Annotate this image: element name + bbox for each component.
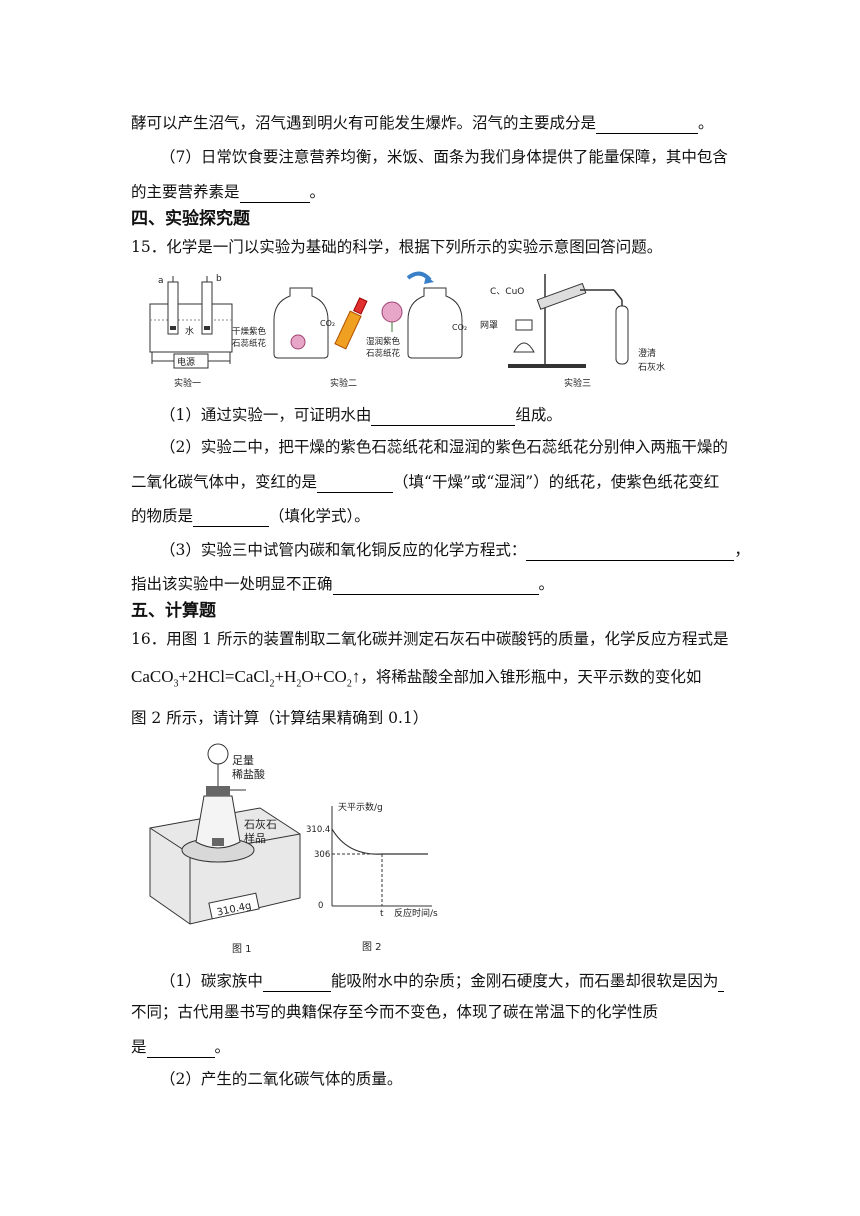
q16-p1-line3: 是。 [131,1036,230,1058]
q16-stem: 16．用图 1 所示的装置制取二氧化碳并测定石灰石中碳酸钙的质量，化学反应方程式… [131,630,729,648]
label-a: a [158,276,164,286]
q15-p2-line: （2）实验二中，把干燥的紫色石蕊纸花和湿润的紫色石蕊纸花分别伸入两瓶干燥的 [160,438,728,456]
q15-p2-tail: （填“干燥”或“湿润”）的纸花，使紫色纸花变红 [393,473,720,491]
label-wet-flower: 湿润紫色 [366,336,401,347]
label-c-cuo: C、CuO [490,287,524,297]
section-heading-5: 五、计算题 [131,601,216,621]
q14-text: 酵可以产生沼气，沼气遇到明火有可能发生爆炸。沼气的主要成分是 [131,114,597,132]
tick-label-origin: 0 [318,901,323,911]
q16-p1-text3: 是 [131,1038,147,1056]
label-limewater: 澄清 [638,347,656,359]
q15-p3-text: （3）实验三中试管内碳和氧化铜反应的化学方程式： [160,541,527,559]
label-gauze: 网罩 [480,320,498,331]
q14-p7-line: （7）日常饮食要注意营养均衡，米饭、面条为我们身体提供了能量保障，其中包含 [160,146,728,168]
caption-fig1: 图 1 [232,943,252,955]
q16-p1-line: （1）碳家族中 能吸附水中的杂质；金刚石硬度大，而石墨却很软是因为 [160,970,725,992]
q15-p3-line: （3）实验三中试管内碳和氧化铜反应的化学方程式： ， [160,539,750,561]
caption-exp1: 实验一 [174,377,201,389]
label-power: 电源 [177,356,195,368]
label-dry-flower-2: 石蕊纸花 [232,338,267,349]
tick-label-t: t [380,909,384,919]
answer-blank[interactable] [317,475,394,493]
punct: 。 [214,1038,231,1056]
label-wet-flower-2: 石蕊纸花 [366,348,401,359]
q16-p2-line: （2）产生的二氧化碳气体的质量。 [160,1070,403,1088]
section-heading-4: 四、实验探究题 [131,209,250,229]
label-co2-right: CO₂ [452,323,467,332]
q16-equation-line: CaCO3+2HCl=CaCl2+H2O+CO2↑，将稀盐酸全部加入锥形瓶中，天… [131,666,701,695]
answer-blank[interactable] [193,509,270,527]
answer-blank[interactable] [262,974,331,992]
q16-p1-text: （1）碳家族中 [160,972,263,990]
y-axis-label: 天平示数/g [338,801,383,813]
label-sample: 样品 [244,831,266,845]
q15-p1-line: （1）通过实验一，可证明水由 组成。 [160,404,562,426]
q15-p3-line2: 指出该实验中一处明显不正确 。 [131,573,554,595]
figure-1-balance: 足量 稀盐酸 石灰石 样品 310.4g 图 1 [149,743,301,955]
co2-flower-experiment: 干燥紫色 石蕊纸花 CO₂ 湿润紫色 石蕊纸花 CO₂ 实验二 [232,271,467,389]
q14-p7-line2: 的主要营养素是 。 [131,181,325,203]
answer-blank[interactable] [371,408,516,426]
answer-blank[interactable] [526,543,735,561]
carbon-reduction-apparatus: C、CuO 网罩 澄清 石灰水 实验三 [480,274,665,389]
q15-experiment-figure: a b 水 电源 实验一 干燥紫色 石蕊纸花 CO₂ 湿润紫色 石蕊纸花 CO₂ [149,271,665,389]
label-excess: 足量 [232,754,254,767]
q15-p2-line2: 二氧化碳气体中，变红的是 （填“干燥”或“湿润”）的纸花，使紫色纸花变红 [131,471,719,493]
answer-blank[interactable] [718,974,725,992]
q14-p7-text: （7）日常饮食要注意营养均衡，米饭、面条为我们身体提供了能量保障，其中包含 [160,148,728,166]
punct: 。 [538,575,555,593]
q15-p3-text2: 指出该实验中一处明显不正确 [131,575,333,593]
q16-eq-tail: ，将稀盐酸全部加入锥形瓶中，天平示数的变化如 [360,668,702,686]
q16-p1-line2: 不同；古代用墨书写的典籍保存至今而不变色，体现了碳在常温下的化学性质 [131,1003,659,1021]
tick-label-top: 310.4 [306,825,330,835]
mass-curve-series [331,828,428,855]
caption-exp3: 实验三 [564,377,591,389]
answer-blank[interactable] [239,185,310,203]
figure-2-chart: 天平示数/g 310.4 306 0 t 反应时间/s 图 2 [306,801,438,953]
q15-p1-tail: 组成。 [515,406,562,424]
caption-fig2: 图 2 [362,941,382,953]
electrolysis-apparatus: a b 水 电源 实验一 [149,274,233,389]
q15-p2-text3: 的物质是 [131,507,194,525]
label-dry-flower: 干燥紫色 [232,326,267,337]
label-water: 水 [185,325,194,337]
q15-p2-text: 二氧化碳气体中，变红的是 [131,473,318,491]
label-limestone: 石灰石 [244,817,277,831]
chemical-equation: CaCO3+2HCl=CaCl2+H2O+CO2↑ [131,667,361,690]
x-axis-label: 反应时间/s [394,907,438,919]
label-b: b [216,274,222,284]
q14-line: 酵可以产生沼气，沼气遇到明火有可能发生爆炸。沼气的主要成分是 。 [131,112,714,134]
answer-blank[interactable] [596,116,699,134]
answer-blank[interactable] [146,1040,215,1058]
q15-p2-line3: 的物质是 （填化学式）。 [131,505,370,527]
answer-blank[interactable] [332,577,539,595]
q14-p7-text2: 的主要营养素是 [131,183,240,201]
label-limewater-2: 石灰水 [638,361,665,373]
q16-p1-mid: 能吸附水中的杂质；金刚石硬度大，而石墨却很软是因为 [330,972,719,990]
q15-stem: 15．化学是一门以实验为基础的科学，根据下列所示的实验示意图回答问题。 [131,238,663,256]
label-dilute-hcl: 稀盐酸 [232,767,265,781]
caption-exp2: 实验二 [330,377,357,389]
q15-p1-text: （1）通过实验一，可证明水由 [160,406,372,424]
label-co2-left: CO₂ [320,319,335,328]
tick-label-mid: 306 [314,850,330,860]
punct: ， [734,541,750,559]
q16-stem-c: 图 2 所示，请计算（计算结果精确到 0.1） [131,709,429,727]
q15-p2-tail3: （填化学式）。 [269,507,370,525]
punct: 。 [698,114,714,132]
punct: 。 [309,183,326,201]
